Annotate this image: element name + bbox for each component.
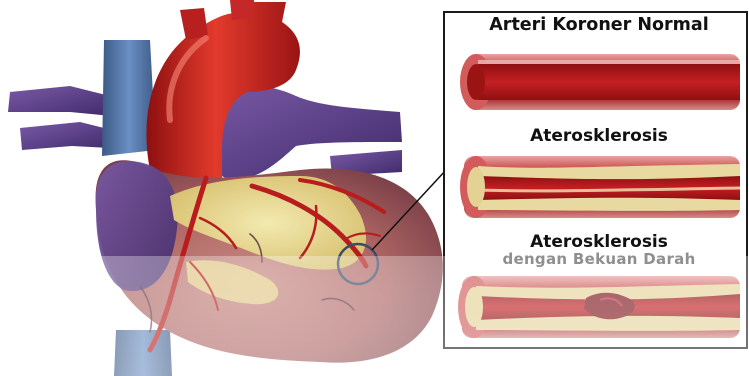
pulmonary-vein-left-upper xyxy=(8,86,112,116)
label-atherosclerosis: Aterosklerosis xyxy=(452,128,746,145)
label-normal-coronary-artery: Arteri Koroner Normal xyxy=(452,17,746,35)
label-atherosclerosis-clot-title: Aterosklerosis xyxy=(452,234,746,251)
normal-artery-tube xyxy=(460,54,740,110)
pulmonary-vein-left-lower xyxy=(20,122,112,150)
label-with-blood-clot: dengan Bekuan Darah xyxy=(452,252,746,267)
aortic-branch-left xyxy=(180,8,208,40)
aortic-branch-middle xyxy=(230,0,254,20)
watermark-wash xyxy=(0,256,749,376)
atherosclerosis-artery-tube xyxy=(460,156,740,218)
